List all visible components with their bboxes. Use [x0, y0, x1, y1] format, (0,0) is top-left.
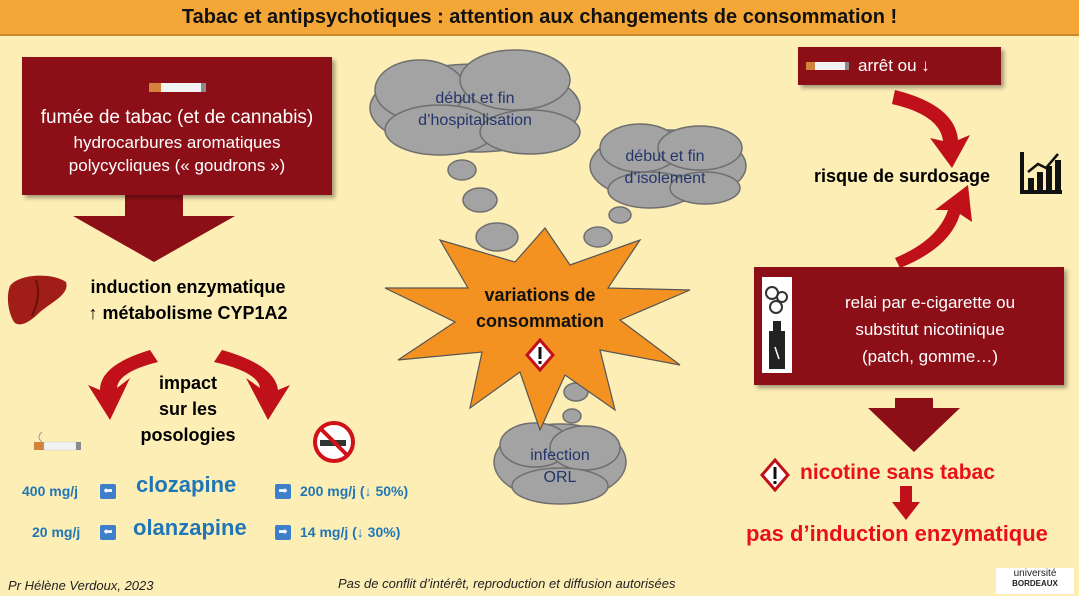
cloud-hospital-line1: début et fin — [435, 90, 515, 107]
no-smoking-icon — [312, 420, 356, 469]
star-line2: consommation — [475, 311, 604, 331]
relai-box: relai par e-cigarette ou substitut nicot… — [754, 267, 1064, 385]
cloud-isolement-line2: d’isolement — [624, 170, 706, 187]
curved-arrow-left — [88, 350, 158, 420]
risque-text: risque de surdosage — [814, 166, 991, 186]
logo-line2: BORDEAUX — [1012, 579, 1058, 588]
induction-text: induction enzymatique ↑ métabolisme CYP1… — [68, 274, 308, 326]
page-title: Tabac et antipsychotiques : attention au… — [0, 0, 1079, 36]
cloud-hospital-line2: d’hospitalisation — [418, 112, 532, 129]
arrow-left-icon: ⬅ — [100, 481, 116, 499]
induction-line1: induction enzymatique — [90, 277, 286, 297]
small-down-arrow — [892, 486, 920, 520]
cloud-isolement-text: début et fin d’isolement — [605, 146, 725, 190]
e-cigarette-icon — [762, 277, 792, 373]
arrow-right-icon: ➡ — [275, 522, 291, 540]
smoke-line2: hydrocarbures aromatiques — [73, 133, 281, 152]
down-arrow-smoke — [73, 195, 235, 262]
impact-line3: posologies — [140, 425, 236, 445]
liver-icon — [6, 272, 70, 335]
down-arrow-relai — [868, 398, 960, 452]
warning-icon — [525, 337, 555, 377]
relai-line1: relai par e-cigarette ou — [844, 293, 1016, 312]
smoke-box: fumée de tabac (et de cannabis) hydrocar… — [22, 57, 332, 195]
footer-notice: Pas de conflit d’intérêt, reproduction e… — [338, 576, 676, 591]
cloud-hospital — [369, 49, 581, 156]
cloud-isolement — [589, 123, 747, 209]
smoke-line3: polycycliques (« goudrons ») — [68, 156, 286, 175]
cloud-infection-line1: infection — [530, 447, 590, 464]
arret-text: arrêt ou ↓ — [858, 56, 930, 75]
arrow-right-icon: ➡ — [275, 481, 291, 499]
arret-box: arrêt ou ↓ — [798, 47, 1001, 85]
cloud-infection — [493, 422, 627, 505]
footer-author: Pr Hélène Verdoux, 2023 — [8, 578, 154, 593]
drug1-name: clozapine — [136, 472, 237, 497]
impact-line2: sur les — [158, 399, 218, 419]
relai-line2: substitut nicotinique — [855, 320, 1005, 339]
relai-text: relai par e-cigarette ou substitut nicot… — [800, 289, 1060, 370]
cloud-infection-line2: ORL — [543, 469, 577, 486]
curved-arrow-right — [214, 350, 290, 420]
drug2-name: olanzapine — [133, 515, 247, 540]
warning-icon — [760, 457, 790, 497]
arrow-left-icon: ⬅ — [100, 522, 116, 540]
impact-text: impact sur les posologies — [128, 370, 248, 448]
induction-line2: ↑ métabolisme CYP1A2 — [88, 303, 288, 323]
cloud-hospital-text: début et fin d’hospitalisation — [395, 88, 555, 132]
cloud-infection-text: infection ORL — [510, 445, 610, 489]
thought-bubbles — [447, 159, 632, 424]
university-logo: université BORDEAUX — [996, 568, 1074, 594]
relai-line3: (patch, gomme…) — [861, 347, 999, 366]
nicotine-text: nicotine sans tabac — [800, 461, 995, 484]
cloud-isolement-line1: début et fin — [625, 148, 705, 165]
cigarette-icon — [34, 431, 84, 457]
logo-line1: université — [1013, 568, 1057, 579]
drug2-right-dose: 14 mg/j (↓ 30%) — [300, 524, 401, 540]
star-line1: variations de — [484, 285, 596, 305]
curved-arrow-up-right — [895, 185, 972, 268]
cigarette-icon — [149, 79, 207, 100]
smoke-line1: fumée de tabac (et de cannabis) — [40, 107, 314, 128]
star-burst — [384, 227, 691, 432]
pas-induction-text: pas d’induction enzymatique — [746, 521, 1048, 546]
curved-arrow-top-right — [892, 90, 970, 168]
drug1-left-dose: 400 mg/j — [22, 483, 79, 499]
cigarette-icon — [806, 59, 850, 78]
drug1-right-dose: 200 mg/j (↓ 50%) — [300, 483, 409, 499]
bar-chart-icon — [1018, 148, 1064, 201]
impact-line1: impact — [158, 373, 218, 393]
star-text: variations de consommation — [470, 282, 610, 334]
drug2-left-dose: 20 mg/j — [32, 524, 81, 540]
